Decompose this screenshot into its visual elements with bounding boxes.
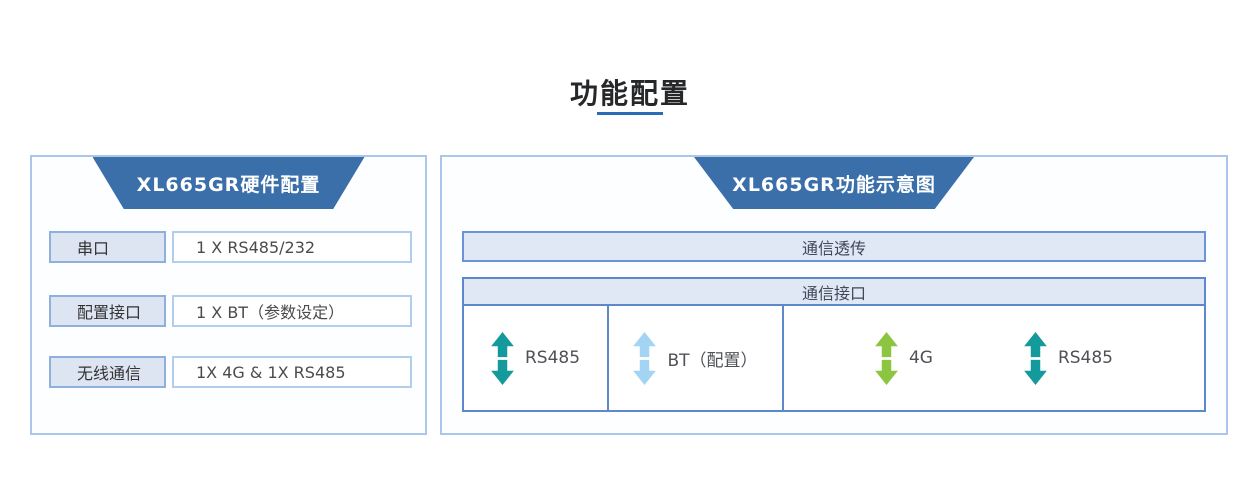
up-down-arrow-icon [491,331,514,385]
interface-label: RS485 [524,348,581,368]
interface-item: RS485 [1024,331,1113,385]
hardware-panel-header: XL665GR硬件配置 [92,157,365,209]
function-panel-header: XL665GR功能示意图 [694,157,974,209]
up-down-arrow-icon [875,331,898,385]
hardware-row-value: 1 X BT（参数设定） [172,295,412,327]
interface-table-body: RS485 BT（配置） [464,306,1204,410]
hardware-row-value: 1X 4G & 1X RS485 [172,356,412,388]
hardware-row-label: 串口 [49,231,166,263]
hardware-row-label: 无线通信 [49,356,166,388]
hardware-config-panel: XL665GR硬件配置 串口 1 X RS485/232 配置接口 1 X BT… [30,155,427,435]
interface-item: RS485 [491,331,581,385]
interface-cell-bt: BT（配置） [609,306,784,410]
hardware-row-value: 1 X RS485/232 [172,231,412,263]
hardware-row-label: 配置接口 [49,295,166,327]
transparent-transmission-bar: 通信透传 [462,231,1206,262]
up-down-arrow-icon [1024,331,1047,385]
title-underline [597,112,663,115]
interface-table-header: 通信接口 [464,279,1204,306]
interface-label: BT（配置） [667,350,758,371]
page-title: 功能配置 [569,77,690,110]
interface-item: BT（配置） [633,331,758,385]
interface-label: RS485 [1057,348,1113,368]
interface-cell-wireless: 4G RS485 [784,306,1204,410]
up-down-arrow-icon [633,331,657,385]
interface-cell-rs485: RS485 [464,306,609,410]
function-diagram-panel: XL665GR功能示意图 通信透传 通信接口 RS485 [440,155,1228,435]
interface-label: 4G [908,348,933,368]
interface-table: 通信接口 RS485 [462,277,1206,412]
interface-item: 4G [875,331,933,385]
